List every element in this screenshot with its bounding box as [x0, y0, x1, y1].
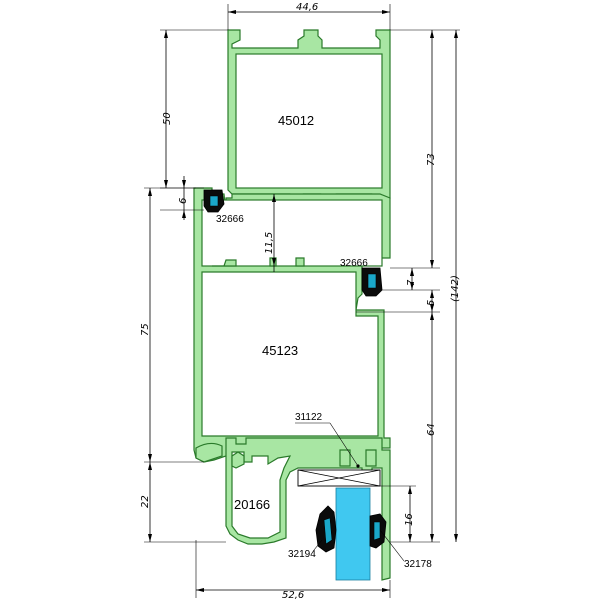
dim-right-16-label: 16: [404, 513, 415, 526]
callout-32666-right: 32666: [340, 258, 368, 269]
dim-inner-11-5: 11,5: [264, 194, 276, 272]
dim-left-50-label: 50: [162, 112, 173, 125]
part-32194-label: 32194: [288, 549, 316, 560]
dim-bottom-width: 52,6: [195, 540, 391, 600]
dim-right-16: 16: [380, 485, 416, 542]
dim-right-64-label: 64: [426, 423, 437, 436]
callout-32178: 32178: [379, 529, 432, 570]
dim-left-75-label: 75: [140, 323, 151, 336]
profile-45123-label: 45123: [262, 343, 298, 358]
dim-inner-11-5-label: 11,5: [264, 232, 275, 254]
gasket-32666-right: [361, 267, 383, 297]
part-31122-label: 31122: [295, 412, 323, 423]
dim-left-6-label: 6: [178, 198, 189, 204]
dim-bottom-width-label: 52,6: [282, 590, 304, 600]
profile-45012-label: 45012: [278, 113, 314, 128]
dim-right-7-label: 7: [406, 279, 417, 286]
dim-right-5: 5: [356, 290, 440, 313]
dim-top-width-label: 44,6: [296, 2, 318, 13]
dim-right-142-label: (142): [450, 275, 461, 302]
gasket-32194: [315, 505, 337, 553]
dim-left-6: 6: [160, 176, 204, 220]
part-32178-label: 32178: [404, 559, 432, 570]
dim-right-7: 7: [382, 268, 440, 291]
dim-left-75: 75: [140, 187, 204, 463]
profile-45123: [193, 187, 391, 463]
dim-right-142: (142): [450, 30, 461, 542]
dim-right-73-label: 73: [426, 153, 437, 166]
glass-pane: [335, 487, 371, 581]
dim-right-64: 64: [390, 312, 440, 543]
profile-20166: [225, 437, 391, 581]
callout-32194: 32194: [288, 539, 323, 560]
dim-top-width: 44,6: [227, 2, 391, 30]
callout-31122: 31122: [295, 412, 360, 468]
dim-left-22-label: 22: [140, 495, 151, 508]
spacer-31122: [297, 469, 381, 487]
gasket-32666-left: [203, 189, 225, 213]
dim-left-22: 22: [140, 462, 226, 543]
profile-20166-label: 20166: [234, 497, 270, 512]
dim-right-73: 73: [390, 29, 460, 269]
gasket-32178: [369, 513, 387, 549]
part-32666-right-label: 32666: [340, 258, 368, 269]
dim-left-50: 50: [160, 29, 228, 189]
dim-right-5-label: 5: [426, 300, 437, 306]
part-32666-left-label: 32666: [216, 214, 244, 225]
profile-45012: [227, 29, 391, 211]
